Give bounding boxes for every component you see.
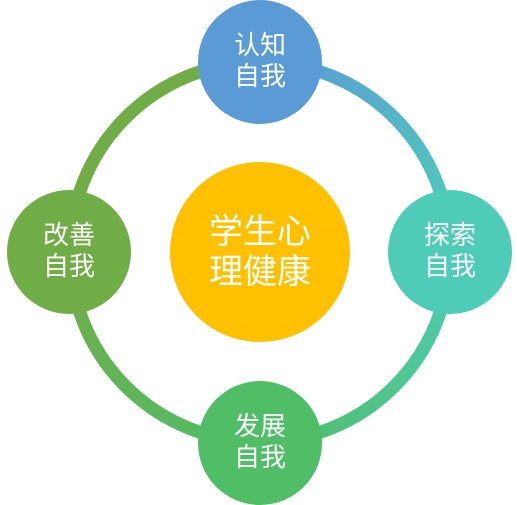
center-student-mental-health: 学生心 理健康 <box>170 162 350 342</box>
node-bottom-line1: 发展 <box>233 412 286 443</box>
node-right-line2: 自我 <box>423 252 476 282</box>
node-right-line1: 探索 <box>423 221 476 252</box>
center-line2: 理健康 <box>209 252 311 292</box>
node-left-line1: 改善 <box>42 221 95 252</box>
node-top-line2: 自我 <box>233 62 286 92</box>
node-bottom-line2: 自我 <box>233 443 286 473</box>
node-know-self: 认知 自我 <box>198 0 322 124</box>
node-improve-self: 改善 自我 <box>7 190 131 314</box>
node-left-line2: 自我 <box>42 252 95 282</box>
node-develop-self: 发展 自我 <box>198 381 322 505</box>
center-line1: 学生心 <box>209 211 311 252</box>
node-explore-self: 探索 自我 <box>388 190 512 314</box>
node-top-line1: 认知 <box>233 31 286 62</box>
